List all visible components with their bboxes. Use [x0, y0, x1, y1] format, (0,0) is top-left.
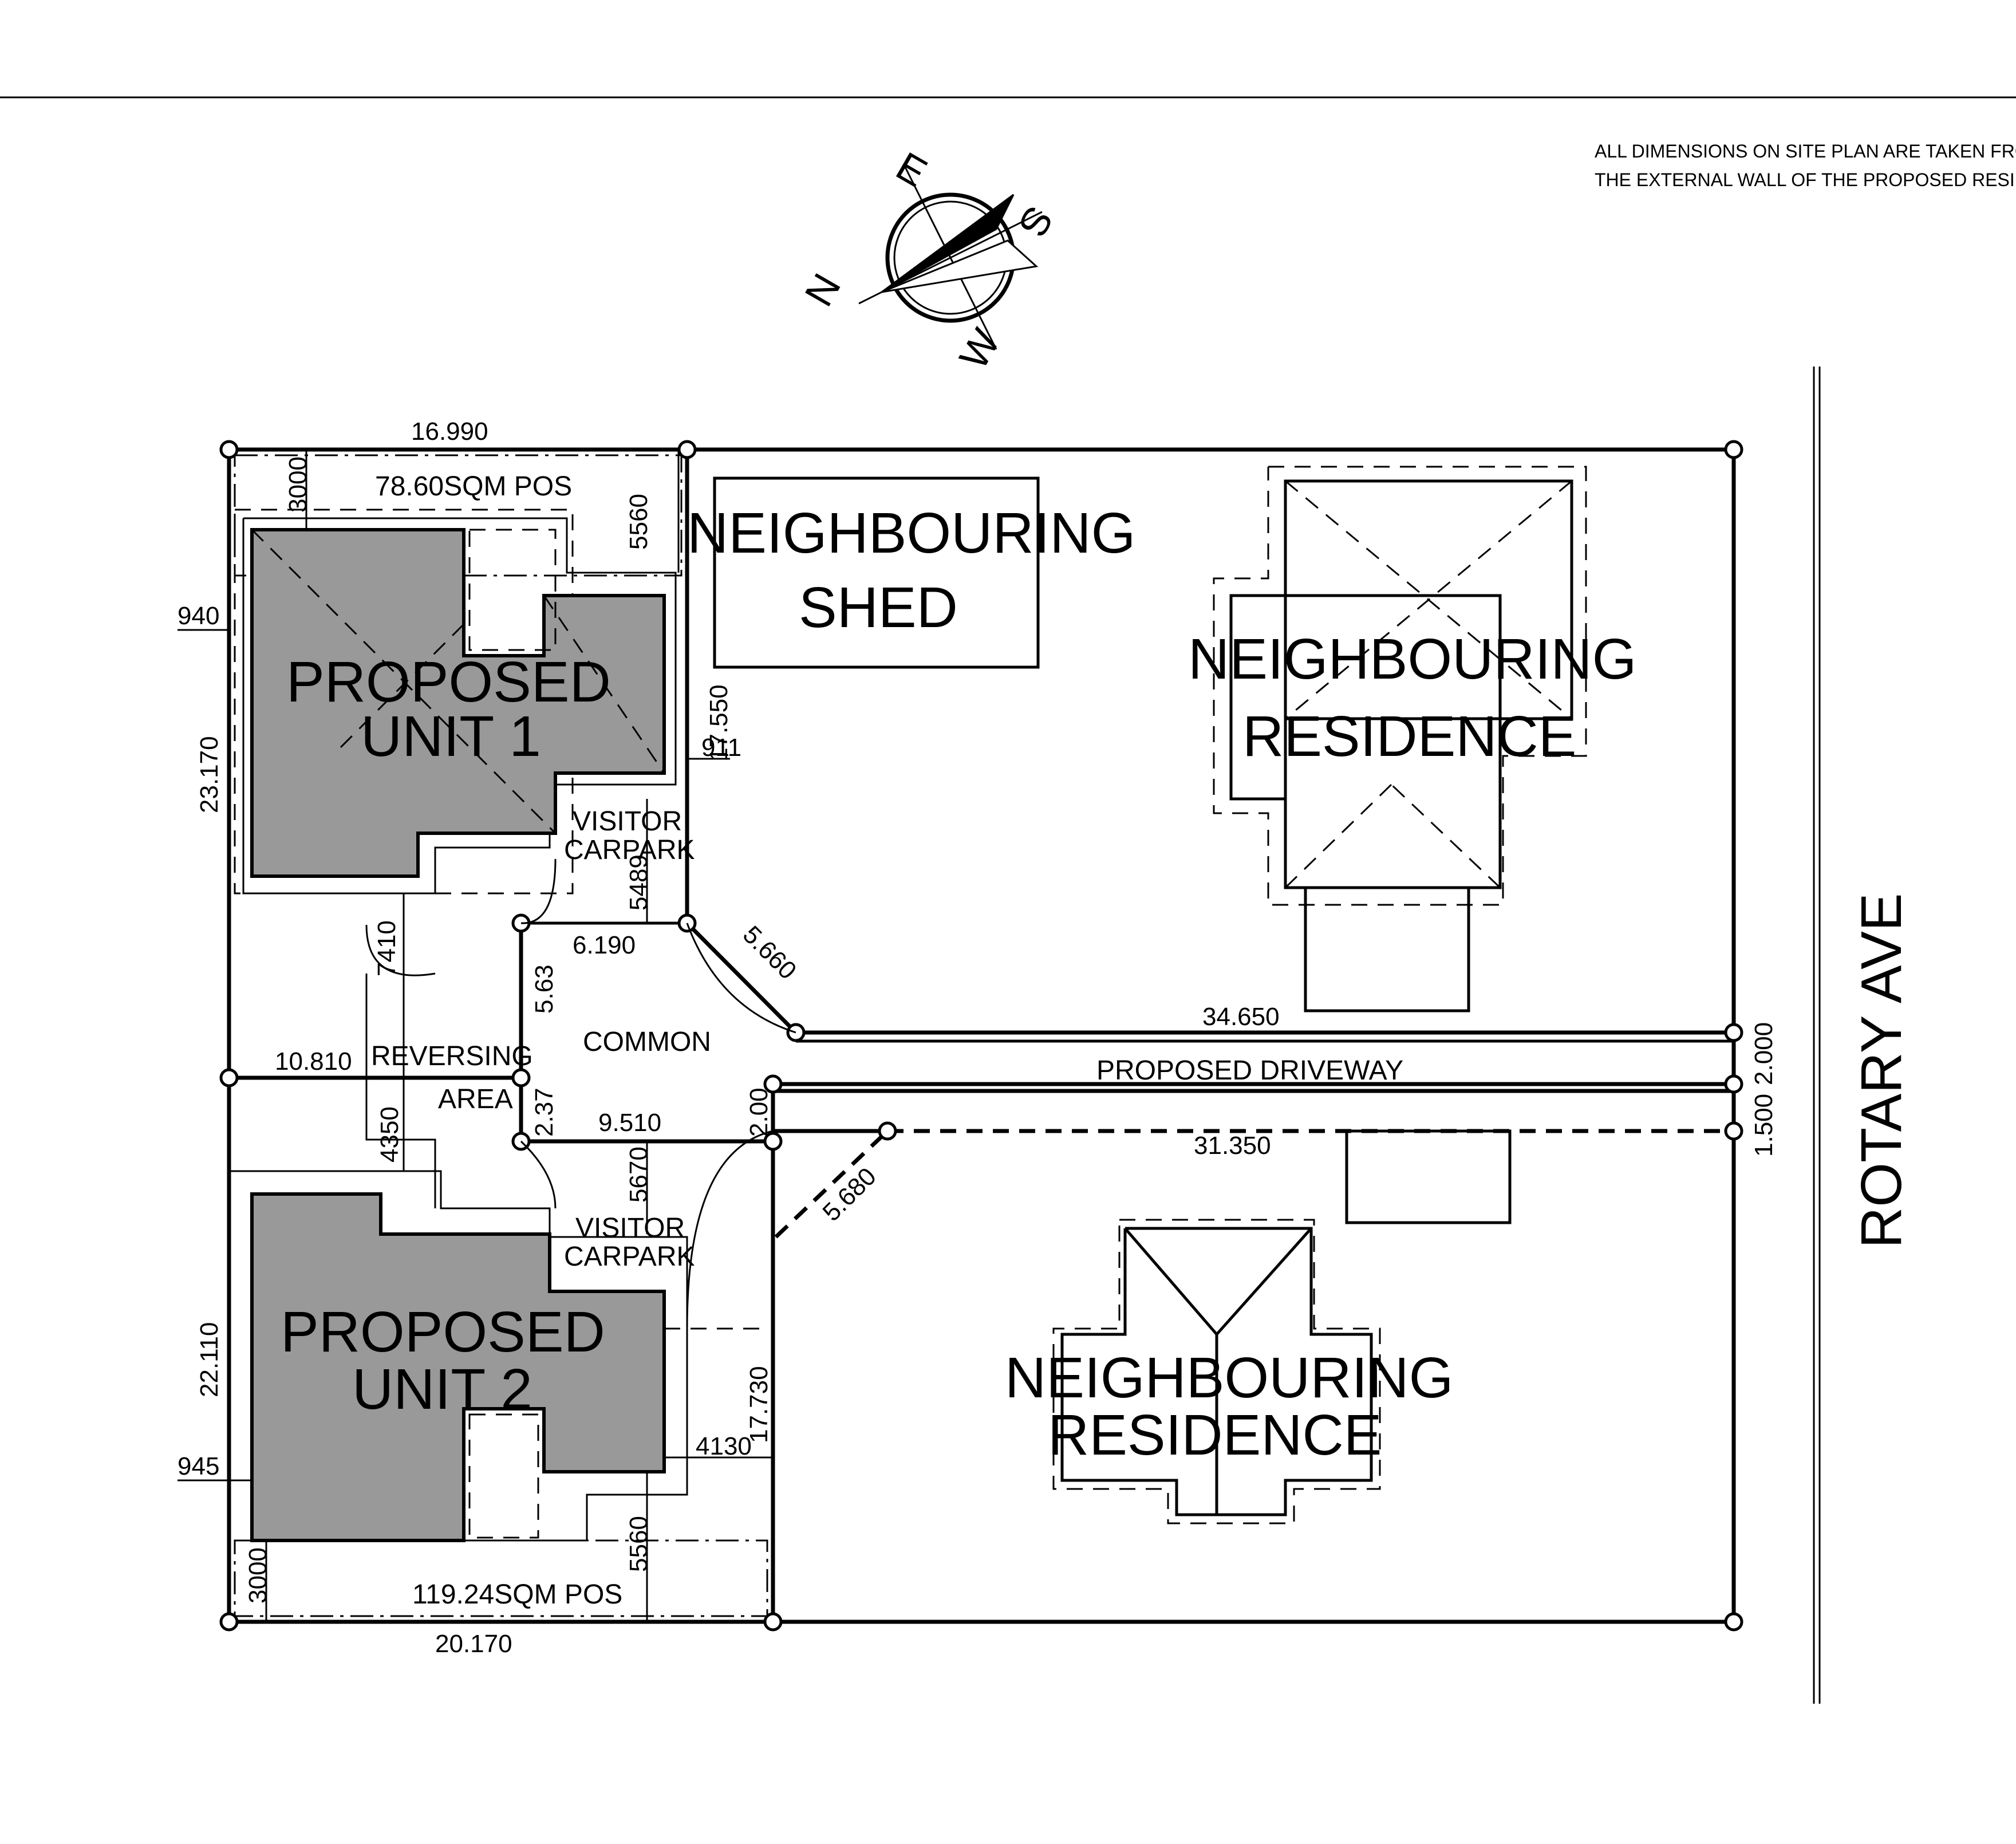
shed-label-b: SHED [799, 576, 958, 640]
dim-563: 5.63 [530, 964, 558, 1014]
dim-4350: 4350 [376, 1106, 404, 1163]
dim-top: 16.990 [411, 417, 488, 446]
proposed-unit-1 [234, 509, 677, 895]
north-arrow-compass: N E S W [796, 143, 1062, 376]
visitor-carpark-1-a: VISITOR [573, 806, 682, 837]
compass-needle-south [881, 239, 1039, 293]
residence-1-label-b: RESIDENCE [1242, 704, 1576, 769]
dim-940: 940 [177, 602, 219, 630]
swing-arc-4 [520, 1140, 557, 1209]
visitor-carpark-1-b: CARPARK [564, 835, 695, 865]
neighbouring-residence-2 [1052, 1129, 1512, 1524]
unit-1-label-b: UNIT 1 [361, 704, 541, 769]
dim-5680: 5.680 [817, 1163, 882, 1227]
compass-w-label: W [950, 321, 1008, 376]
dim-23170: 23.170 [195, 736, 223, 813]
neighbouring-shed [713, 476, 1040, 669]
dim-4130: 4130 [696, 1432, 752, 1460]
dimension-lines [177, 450, 773, 1622]
compass-e-label: E [889, 143, 934, 195]
visitor-carpark-2-a: VISITOR [575, 1213, 685, 1243]
dim-1500: 1.500 [1750, 1094, 1778, 1157]
dim-200: 2.00 [745, 1088, 773, 1137]
dim-31350: 31.350 [1194, 1132, 1271, 1160]
compass-needle-north [881, 194, 1015, 293]
survey-nodes [219, 440, 1743, 1632]
unit-1-label-a: PROPOSED [286, 650, 611, 714]
compass-s-label: S [1010, 199, 1062, 245]
dim-5670: 5670 [625, 1146, 653, 1203]
dim-2000: 2.000 [1750, 1022, 1778, 1085]
visitor-carpark-2-b: CARPARK [564, 1242, 695, 1272]
dim-5560-b: 5560 [625, 1516, 653, 1572]
dim-22110: 22.110 [195, 1322, 223, 1397]
dim-5489: 5489 [625, 854, 653, 911]
note-line-1: ALL DIMENSIONS ON SITE PLAN ARE TAKEN FR… [1595, 141, 2016, 161]
reversing-area-a: REVERSING [371, 1041, 533, 1071]
dim-bottom: 20.170 [435, 1630, 512, 1658]
pos-1-label: 78.60SQM POS [375, 471, 572, 502]
dim-6190: 6.190 [573, 931, 636, 959]
swing-arc-1 [686, 923, 796, 1034]
street-name: ROTARY AVE [1849, 893, 1914, 1248]
residence-1-label-a: NEIGHBOURING [1188, 627, 1636, 691]
dim-17730: 17.730 [745, 1366, 773, 1443]
dim-10810: 10.810 [275, 1047, 352, 1075]
dim-9510: 9.510 [598, 1109, 661, 1137]
neighbouring-residence-1 [1213, 466, 1587, 1012]
dim-3000-a: 3000 [284, 456, 312, 513]
swing-arc-2 [520, 858, 557, 924]
unit-2-label-b: UNIT 2 [352, 1357, 532, 1421]
swing-arc-5 [365, 924, 436, 976]
dim-34650: 34.650 [1202, 1003, 1280, 1031]
unit-2-label-a: PROPOSED [281, 1300, 605, 1364]
common-label: COMMON [583, 1027, 711, 1057]
dim-5560-a: 5560 [625, 494, 653, 550]
dim-237: 2.37 [530, 1088, 558, 1137]
note-line-2: THE EXTERNAL WALL OF THE PROPOSED RESIDE… [1595, 170, 2016, 190]
dim-7410: 7410 [373, 920, 401, 976]
reversing-area-b: AREA [438, 1084, 513, 1114]
dim-17550: 17.550 [705, 684, 733, 762]
compass-n-label: N [796, 266, 849, 314]
residence-2-label-a: NEIGHBOURING [1005, 1346, 1453, 1410]
reversing-outline [365, 974, 436, 1208]
pos-area-2 [234, 1539, 768, 1617]
pos-2-label: 119.24SQM POS [412, 1579, 622, 1610]
residence-2-label-b: RESIDENCE [1048, 1403, 1382, 1467]
proposed-unit-2 [229, 1170, 767, 1542]
swing-arc-3 [686, 1130, 774, 1329]
driveway-label: PROPOSED DRIVEWAY [1096, 1055, 1403, 1086]
shed-label-a: NEIGHBOURING [687, 501, 1135, 565]
dim-5660: 5.660 [737, 920, 802, 985]
dim-3000-b: 3000 [244, 1547, 272, 1603]
dim-911: 911 [701, 734, 741, 762]
dim-945: 945 [177, 1452, 219, 1480]
